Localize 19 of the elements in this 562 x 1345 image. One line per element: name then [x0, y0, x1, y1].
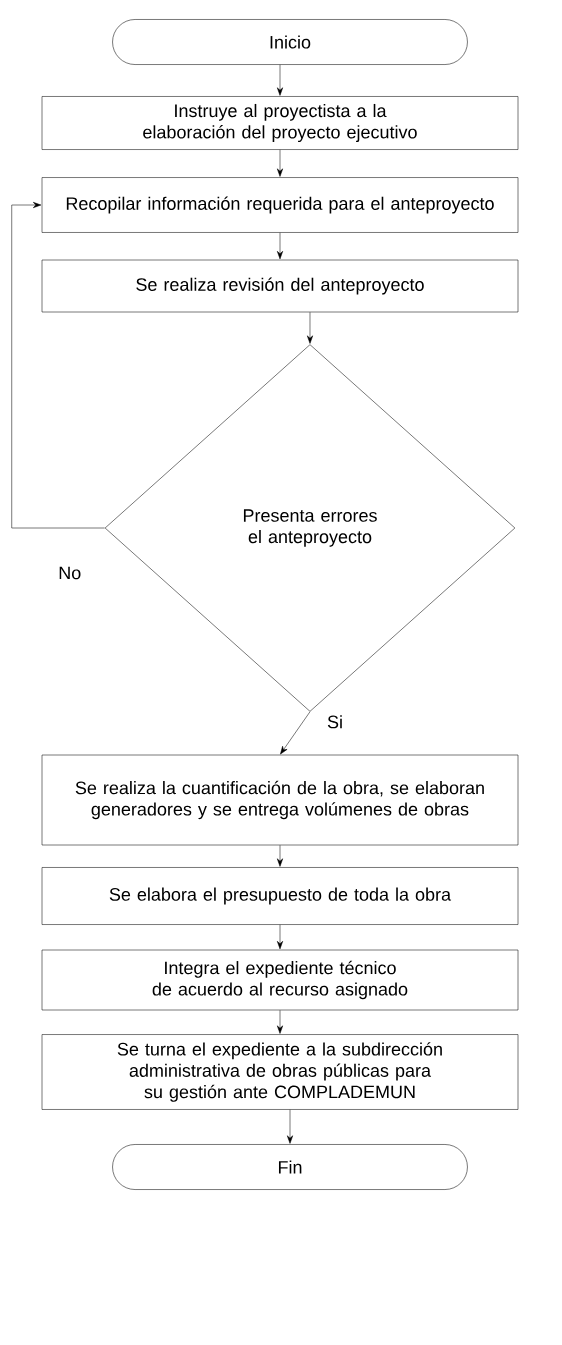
process-box: Integra el expediente técnico de acuerdo al recurso asignado [41, 949, 519, 1011]
arrow [287, 1109, 293, 1144]
arrow [280, 711, 311, 755]
process-box: Recopilar información requerida para el anteproyecto [41, 177, 519, 233]
process-box: Instruye al proyectista a la elaboración del proyecto ejecutivo [41, 96, 519, 150]
arrow [277, 64, 283, 96]
arrow [277, 232, 283, 260]
arrow [277, 149, 283, 177]
arrow [277, 924, 283, 950]
process-box: Se elabora el presupuesto de toda la obra [41, 867, 519, 925]
process-box: Se realiza revisión del anteproyecto [41, 259, 519, 313]
edge-label: No [56, 565, 83, 581]
edge-label: Si [325, 713, 345, 730]
process-box: Se turna el expediente a la subdirección administrativa de obras públicas para su gestión ante COMPLADEMUN [41, 1034, 519, 1110]
arrow [307, 312, 313, 344]
process-box: Se realiza la cuantificación de la obra, se elaboran generadores y se entrega volúmenes de obras [41, 754, 519, 846]
arrow [277, 845, 283, 867]
arrow [11, 202, 105, 529]
arrow [277, 1010, 283, 1034]
